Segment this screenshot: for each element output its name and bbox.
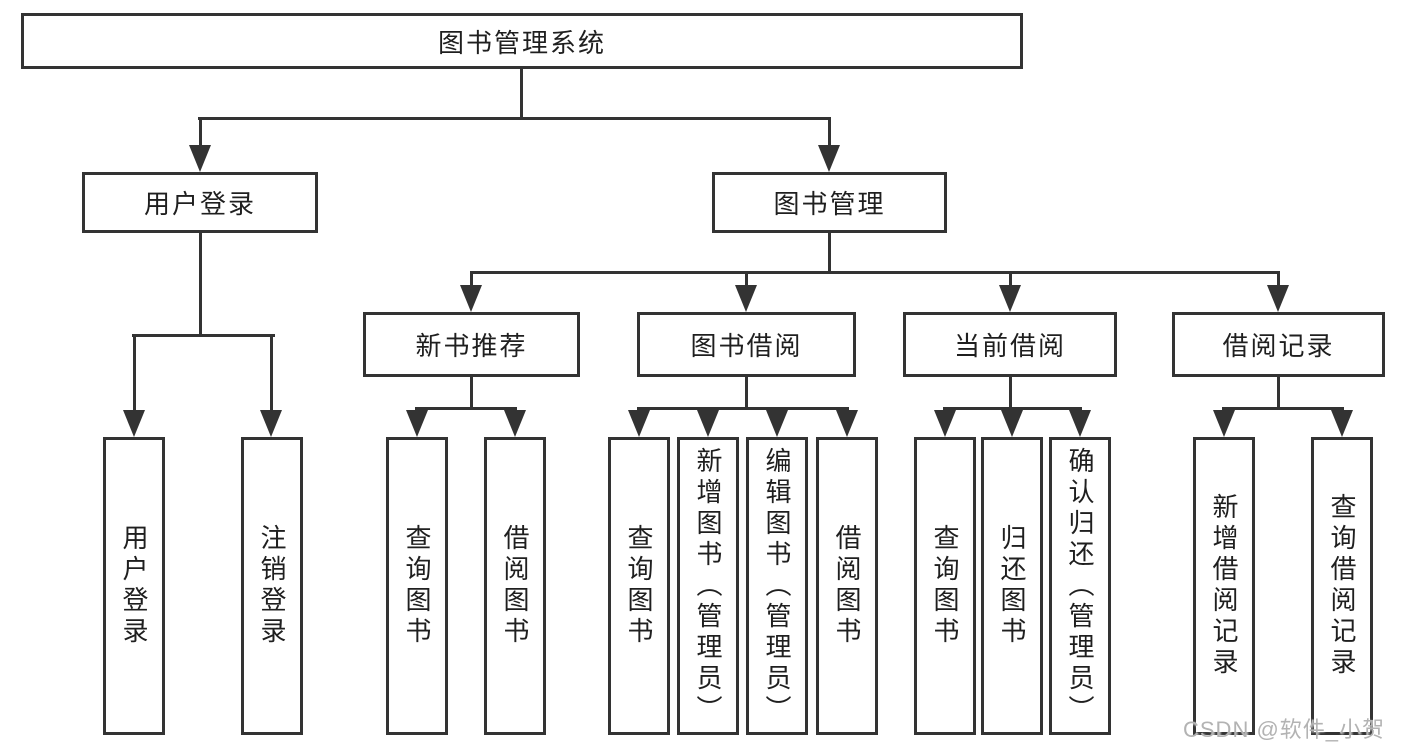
connector-l3-bar [943, 407, 1082, 410]
arrow-down-icon [1069, 410, 1091, 437]
arrow-down-icon [697, 410, 719, 437]
arrow-down-icon [934, 410, 956, 437]
arrow-down-icon [460, 285, 482, 312]
node-book-management: 图书管理 [712, 172, 947, 233]
arrow-down-icon [504, 410, 526, 437]
connector-leaf-stem [133, 334, 136, 412]
connector-book-mgmt-stem [828, 117, 831, 147]
arrow-down-icon [1331, 410, 1353, 437]
leaf-query-books-borrowing: 查询图书 [608, 437, 670, 735]
leaf-user-login: 用户登录 [103, 437, 165, 735]
connector-l3-stem [745, 271, 748, 287]
arrow-down-icon [189, 145, 211, 172]
connector-user-login-stem [199, 117, 202, 147]
leaf-return-books: 归还图书 [981, 437, 1043, 735]
arrow-down-icon [123, 410, 145, 437]
arrow-down-icon [735, 285, 757, 312]
connector-l3-bar [415, 407, 517, 410]
leaf-logout: 注销登录 [241, 437, 303, 735]
node-current-borrowing: 当前借阅 [903, 312, 1117, 377]
leaf-borrow-books: 借阅图书 [816, 437, 878, 735]
leaf-query-borrow-record: 查询借阅记录 [1311, 437, 1373, 735]
arrow-down-icon [818, 145, 840, 172]
leaf-add-book-admin: 新增图书（管理员） [677, 437, 739, 735]
arrow-down-icon [628, 410, 650, 437]
leaf-add-borrow-record: 新增借阅记录 [1193, 437, 1255, 735]
connector-l3-stem [470, 271, 473, 287]
arrow-down-icon [1213, 410, 1235, 437]
connector-l3-stem [1009, 271, 1012, 287]
arrow-down-icon [1267, 285, 1289, 312]
node-borrowing-records: 借阅记录 [1172, 312, 1385, 377]
leaf-edit-book-admin: 编辑图书（管理员） [746, 437, 808, 735]
arrow-down-icon [999, 285, 1021, 312]
connector-book-mgmt-bar [470, 271, 1280, 274]
connector-l3-bar [1222, 407, 1344, 410]
node-book-borrowing: 图书借阅 [637, 312, 856, 377]
connector-user-login-down [199, 231, 202, 336]
connector-root-stem [520, 68, 523, 120]
arrow-down-icon [406, 410, 428, 437]
connector-user-login-bar [132, 334, 275, 337]
connector-l3-down [745, 377, 748, 410]
connector-l3-stem [1277, 271, 1280, 287]
leaf-query-books-recommend: 查询图书 [386, 437, 448, 735]
node-user-login: 用户登录 [82, 172, 318, 233]
arrow-down-icon [766, 410, 788, 437]
connector-leaf-stem [270, 334, 273, 412]
csdn-watermark: CSDN @软件_小贺同学 [1183, 717, 1386, 742]
connector-book-mgmt-down [828, 231, 831, 273]
connector-l3-down [470, 377, 473, 410]
arrow-down-icon [260, 410, 282, 437]
leaf-confirm-return-admin: 确认归还（管理员） [1049, 437, 1111, 735]
leaf-borrow-books-recommend: 借阅图书 [484, 437, 546, 735]
leaf-query-books-current: 查询图书 [914, 437, 976, 735]
node-library-management-system: 图书管理系统 [21, 13, 1023, 69]
connector-l3-down [1277, 377, 1280, 410]
connector-root-bar [198, 117, 831, 120]
connector-l3-bar [637, 407, 849, 410]
arrow-down-icon [836, 410, 858, 437]
connector-l3-down [1009, 377, 1012, 410]
arrow-down-icon [1001, 410, 1023, 437]
node-new-book-recommend: 新书推荐 [363, 312, 580, 377]
